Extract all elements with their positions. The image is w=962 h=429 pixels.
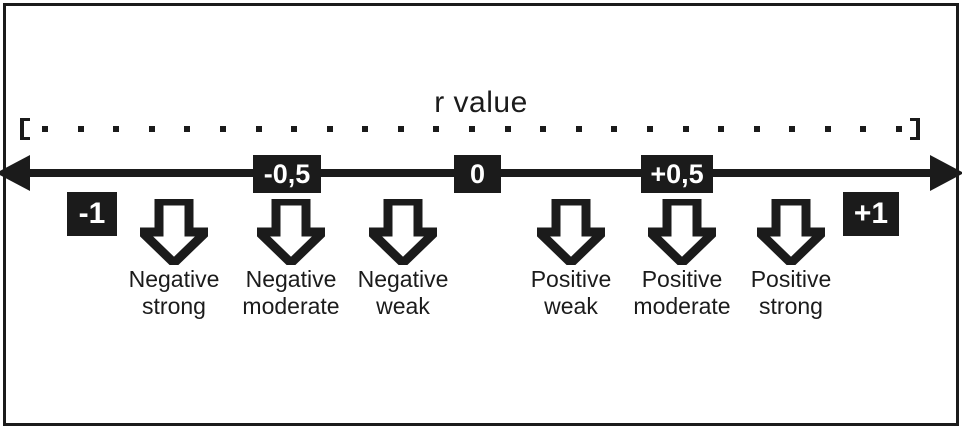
scale-dot: [255, 126, 262, 132]
caption-line-1: Negative: [357, 266, 449, 292]
caption-line-2: strong: [142, 293, 206, 319]
caption-line-2: moderate: [633, 293, 731, 319]
scale-dot: [718, 126, 725, 132]
scale-dot: [682, 126, 689, 132]
caption-line-2: weak: [376, 293, 430, 319]
caption-line-2: moderate: [242, 293, 340, 319]
scale-dot: [575, 126, 582, 132]
scale-dot: [824, 126, 831, 132]
scale-dot: [611, 126, 618, 132]
caption-line-1: Positive: [641, 266, 723, 292]
scale-dot: [113, 126, 120, 132]
arrow-right-icon: [930, 155, 962, 191]
scale-dot: [469, 126, 475, 132]
caption-negative-moderate: Negative moderate: [223, 266, 359, 320]
scale-dot: [362, 126, 369, 132]
tick-scale: [20, 118, 920, 140]
scale-dot: [291, 126, 298, 132]
scale-dot: [860, 126, 867, 132]
axis-chip-positive-half: +0,5: [641, 155, 713, 193]
caption-positive-moderate: Positive moderate: [614, 266, 750, 320]
caption-negative-weak: Negative weak: [335, 266, 471, 320]
caption-line-1: Positive: [750, 266, 832, 292]
down-arrow-icon-positive-strong: [757, 199, 825, 265]
axis-chip-zero: 0: [454, 155, 501, 193]
down-arrow-icon-negative-weak: [369, 199, 437, 265]
down-arrow-icon-negative-moderate: [257, 199, 325, 265]
caption-negative-strong: Negative strong: [106, 266, 242, 320]
scale-dot: [433, 126, 440, 132]
scale-dot: [397, 126, 404, 132]
caption-positive-strong: Positive strong: [723, 266, 859, 320]
caption-line-1: Negative: [245, 266, 337, 292]
scale-dot: [326, 126, 333, 132]
scale-dot: [219, 126, 226, 132]
axis-chip-negative-half: -0,5: [253, 155, 321, 193]
arrow-left-icon: [0, 155, 30, 191]
down-arrow-icon-negative-strong: [140, 199, 208, 265]
page-title: r value: [434, 86, 528, 119]
caption-line-2: weak: [544, 293, 598, 319]
scale-dot: [753, 126, 760, 132]
caption-line-1: Positive: [530, 266, 612, 292]
scale-dot: [540, 126, 547, 132]
caption-line-2: strong: [759, 293, 823, 319]
axis-chip-plus-one: +1: [843, 192, 899, 236]
down-arrow-icon-positive-weak: [537, 199, 605, 265]
scale-right-bracket: [910, 118, 920, 140]
caption-positive-weak: Positive weak: [503, 266, 639, 320]
scale-left-bracket: [20, 118, 30, 140]
scale-dot: [184, 126, 191, 132]
down-arrow-icon-positive-moderate: [648, 199, 716, 265]
scale-dot: [789, 126, 796, 132]
scale-dot: [646, 126, 653, 132]
caption-line-1: Negative: [128, 266, 220, 292]
scale-dot: [77, 126, 84, 132]
axis-chip-minus-one: -1: [67, 192, 117, 236]
scale-dot: [896, 126, 902, 132]
scale-dot: [148, 126, 155, 132]
scale-dot: [42, 126, 48, 132]
scale-dot: [504, 126, 511, 132]
